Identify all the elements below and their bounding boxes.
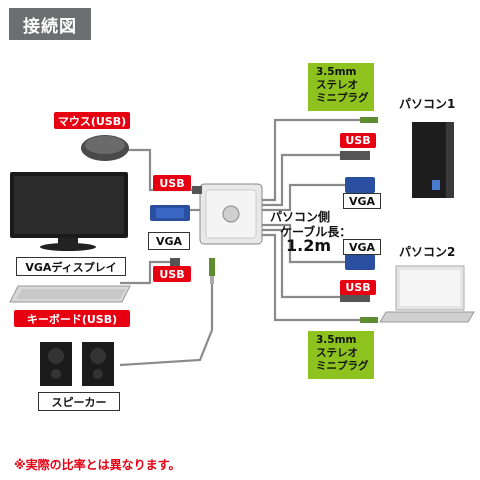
pc2-audio-cable [262,233,360,322]
vga-pc1-label: VGA [343,193,381,209]
pc2-connectors [340,254,378,323]
mini-plug-top-line-2: ステレオ [316,79,358,91]
pc2-laptop-device [379,265,475,323]
mini-plug-bottom-line-1: 3.5mm [316,334,357,346]
vga-display-label: VGAディスプレイ [16,257,126,276]
pc2-label: パソコン2 [399,245,456,259]
mini-plug-top-line-3: ミニプラグ [316,92,369,104]
mini-plug-bottom-line-2: ステレオ [316,347,358,359]
usb-keyboard-label: USB [153,266,191,282]
cable-length-value: 1.2m [286,236,332,255]
page-title: 接続図 [9,8,91,40]
pc1-vga-cable [262,183,345,212]
pc1-tower-device [412,122,454,198]
pc1-label: パソコン1 [399,97,456,111]
cable-length-caption: ケーブル長： [280,225,352,239]
ratio-note: ※実際の比率とは異なります。 [14,458,181,472]
mouse-device [81,135,129,161]
pc1-usb-cable [262,153,340,207]
mouse-label: マウス(USB) [54,112,130,129]
mini-plug-bottom-line-3: ミニプラグ [316,360,369,372]
mini-plug-top-line-1: 3.5mm [316,66,357,78]
keyboard-cable [120,260,170,285]
mini-plug-bottom-label: 3.5mm ステレオ ミニプラグ [308,331,374,379]
pc1-audio-cable [262,118,360,202]
vga-connector-monitor [150,205,190,221]
pc2-vga-cable [262,223,345,264]
usb-pc2-label: USB [340,280,376,295]
keyboard-label: キーボード(USB) [14,310,130,327]
speaker-cable [119,262,214,367]
pc2-usb-cable [262,228,340,299]
usb-connector-mouse [192,186,202,194]
vga-monitor-label: VGA [148,232,190,250]
monitor-device [10,172,128,251]
speakers-device [40,342,114,386]
mini-plug-top-label: 3.5mm ステレオ ミニプラグ [308,63,374,111]
vga-pc2-label: VGA [343,239,381,255]
pc1-connectors [340,117,378,193]
usb-pc1-label: USB [340,133,376,148]
cables [119,118,360,367]
usb-mouse-label: USB [153,175,191,191]
audio-plug [209,258,215,284]
kvm-switch-device [199,183,263,245]
speaker-label: スピーカー [38,392,120,411]
usb-connector-keyboard [170,258,180,266]
cable-side-label: パソコン側 [270,210,331,224]
keyboard-device [9,285,131,303]
